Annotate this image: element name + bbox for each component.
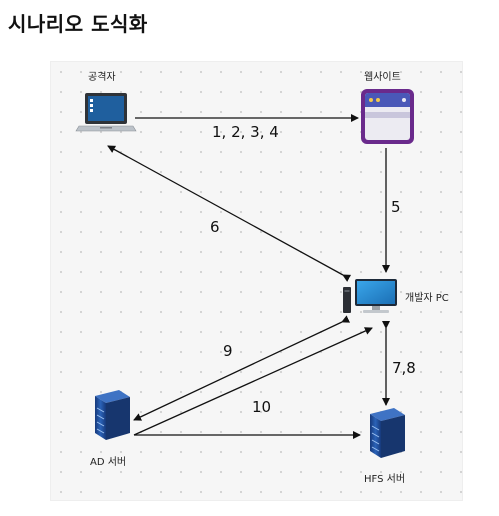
attacker-label: 공격자 — [88, 70, 116, 83]
edge-6 — [107, 145, 352, 282]
edge-label-7-8: 7,8 — [392, 359, 416, 377]
edge-label-6: 6 — [210, 218, 220, 236]
edge-9 — [133, 315, 351, 421]
node-website: 웹사이트 — [361, 71, 414, 144]
browser-window-icon — [361, 89, 414, 144]
page-title: 시나리오 도식화 — [8, 12, 148, 36]
server-icon — [95, 390, 130, 440]
node-hfs-server: HFS 서버 — [364, 408, 405, 485]
laptop-icon — [75, 93, 137, 132]
ad-server-label: AD 서버 — [90, 456, 126, 468]
edge-label-9: 9 — [223, 342, 233, 360]
devpc-label: 개발자 PC — [405, 292, 449, 304]
desktop-pc-icon — [343, 279, 397, 313]
server-icon — [370, 408, 405, 458]
node-attacker: 공격자 — [75, 70, 137, 132]
website-label: 웹사이트 — [364, 71, 401, 83]
edge-label-10: 10 — [252, 398, 271, 416]
edge-10a — [133, 327, 373, 436]
edges — [107, 114, 390, 439]
node-ad-server: AD 서버 — [90, 390, 130, 468]
edge-label-5: 5 — [391, 198, 401, 216]
hfs-server-label: HFS 서버 — [364, 473, 405, 485]
node-devpc: 개발자 PC — [343, 279, 449, 313]
edge-label-1-4: 1, 2, 3, 4 — [212, 123, 279, 141]
